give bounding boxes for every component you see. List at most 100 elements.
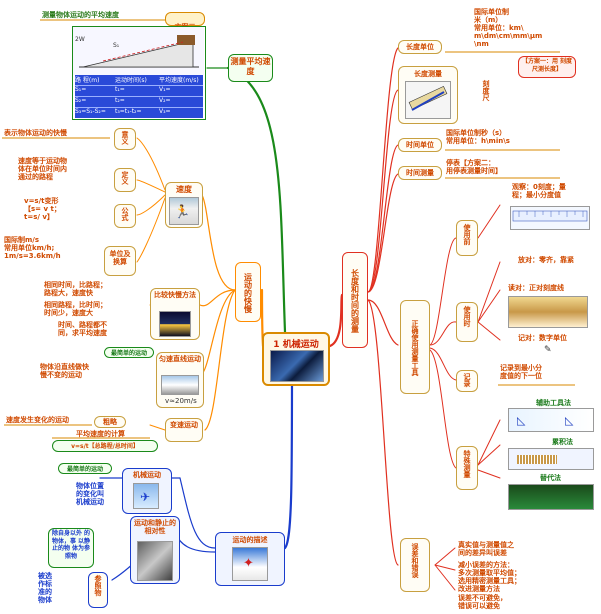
starry-motion-image bbox=[270, 350, 324, 382]
table-row: S₁= t₁= V₁= bbox=[75, 86, 203, 97]
motion-speed-node[interactable]: 运动的快慢 bbox=[235, 262, 261, 322]
length-measure-label: 长度测量 bbox=[414, 70, 442, 78]
table-header-speed: 平均速度(m/s) bbox=[159, 77, 199, 84]
average-label: 平均速度的计算 bbox=[76, 430, 125, 438]
replace-label: 替代法 bbox=[540, 474, 561, 482]
pencil-icon: ✎ bbox=[544, 345, 552, 355]
speed-table: 路 程(m) 运动时间(s) 平均速度(m/s) S₁= t₁= V₁= S₂=… bbox=[75, 75, 203, 118]
simplest-motion-label-2: 最简单的运动 bbox=[66, 466, 103, 473]
time-measure-label: 时间测量 bbox=[406, 169, 434, 177]
table-cell: V₁= bbox=[159, 86, 171, 93]
time-unit-node[interactable]: 时间单位 bbox=[398, 138, 442, 152]
mechanical-motion-text: 物体位置 的变化叫 机械运动 bbox=[76, 482, 104, 507]
mechanical-motion-label: 机械运动 bbox=[133, 471, 161, 479]
table-cell: S₂= bbox=[75, 97, 87, 104]
record-text: 记对：数字单位 bbox=[518, 334, 567, 342]
length-time-node[interactable]: 长度和时间的测量 bbox=[342, 252, 368, 348]
compare-label: 比较快慢方法 bbox=[154, 291, 196, 299]
meaning-label: 意义 bbox=[121, 131, 129, 145]
traffic-image bbox=[159, 311, 191, 337]
reference-label: 参照物 bbox=[94, 575, 102, 596]
tools-node[interactable]: 正确使用测量工具 bbox=[400, 300, 430, 394]
error-label: 误差和错误 bbox=[411, 543, 419, 578]
definition-text: 速度等于运动物 体在单位时间内 通过的路程 bbox=[18, 157, 67, 182]
ruler-reading-image bbox=[508, 296, 588, 328]
reference-select-text: 被选 作标 准的 物体 bbox=[38, 572, 52, 605]
formula-label: 公式 bbox=[121, 207, 129, 221]
coil-wire-graphic bbox=[517, 455, 557, 464]
variable-node[interactable]: 变速运动 bbox=[165, 418, 203, 442]
speed-node[interactable]: 速度 🏃 bbox=[165, 182, 203, 228]
definition-node[interactable]: 定义 bbox=[114, 168, 136, 192]
place-text: 放对：零齐，靠紧 bbox=[518, 256, 574, 264]
motion-speed-label: 运动的快慢 bbox=[243, 273, 253, 313]
uniform-node[interactable]: 匀速直线运动 v≈20m/s bbox=[156, 352, 204, 408]
special-measure-node[interactable]: 特殊测量 bbox=[456, 446, 478, 490]
table-cell: V₃= bbox=[159, 108, 171, 115]
table-cell: t₁= bbox=[115, 86, 125, 93]
triangle-ruler-icon-2: ◺ bbox=[565, 414, 574, 427]
scheme-one-box: 【方案一：用 刻度尺测长度】 bbox=[518, 56, 576, 78]
view-text: 读对：正对刻度线 bbox=[508, 284, 564, 292]
time-unit-label: 时间单位 bbox=[406, 141, 434, 149]
reduce-text: 减小误差的方法： 多次测量取平均值； 选用精密测量工具； 改进测量方法 bbox=[458, 561, 521, 594]
meaning-node[interactable]: 意义 bbox=[114, 128, 136, 150]
time-measure-node[interactable]: 时间测量 bbox=[398, 166, 442, 180]
unit-text: 国际制m/s 常用单位km/h; 1m/s=3.6km/h bbox=[4, 236, 61, 261]
uniform-label: 匀速直线运动 bbox=[159, 355, 201, 363]
record-node[interactable]: 记录 bbox=[456, 370, 478, 392]
rough-tag: 粗略 bbox=[94, 416, 126, 428]
formula-node[interactable]: 公式 bbox=[114, 204, 136, 228]
measure-speed-node[interactable]: 测量平均速度 bbox=[228, 54, 273, 82]
average-formula-box: v=s/t【总路程/总时间】 bbox=[52, 440, 158, 452]
compare-node[interactable]: 比较快慢方法 bbox=[150, 288, 200, 340]
table-cell: V₂= bbox=[159, 97, 171, 104]
time-unit-text: 国际单位制秒（s） 常用单位：h\min\s bbox=[446, 129, 510, 146]
length-time-label: 长度和时间的测量 bbox=[350, 269, 360, 333]
relative-node[interactable]: 运动和静止的相对性 bbox=[130, 516, 180, 584]
use-before-label: 使用前 bbox=[463, 224, 471, 245]
mechanical-motion-node[interactable]: 机械运动 ✈ bbox=[122, 468, 172, 514]
length-unit-node[interactable]: 长度单位 bbox=[398, 40, 442, 54]
meaning-text: 表示物体运动的快慢 bbox=[4, 129, 67, 137]
error-node[interactable]: 误差和错误 bbox=[400, 538, 430, 592]
table-header-distance: 路 程(m) bbox=[75, 77, 100, 84]
special-measure-label: 特殊测量 bbox=[463, 450, 471, 478]
simplest-motion-tag-2: 最简单的运动 bbox=[58, 463, 112, 474]
unit-node[interactable]: 单位及换算 bbox=[104, 246, 136, 276]
variable-text: 速度发生变化的运动 bbox=[6, 416, 69, 424]
use-node[interactable]: 使用时 bbox=[456, 302, 478, 342]
branch-length-time bbox=[328, 293, 344, 348]
simplest-motion-tag: 最简单的运动 bbox=[104, 347, 154, 358]
svg-text:2W: 2W bbox=[75, 36, 85, 43]
speed-table-header: 路 程(m) 运动时间(s) 平均速度(m/s) bbox=[75, 75, 203, 86]
length-measure-node[interactable]: 长度测量 bbox=[398, 66, 458, 124]
rough-label: 粗略 bbox=[103, 418, 117, 426]
table-cell: t₂= bbox=[115, 97, 125, 104]
record-note: 记录到最小分 度值的下一位 bbox=[500, 364, 542, 381]
describe-motion-label: 运动的描述 bbox=[232, 536, 268, 544]
uniform-text: 物体沿直线做快 慢不变的运动 bbox=[40, 363, 89, 380]
ruler-scale-image bbox=[510, 206, 590, 230]
compare-text-3: 时间、路程都不 同，求平均速度 bbox=[58, 321, 107, 338]
reference-node[interactable]: 参照物 bbox=[88, 572, 108, 608]
root-node[interactable]: 1 机械运动 bbox=[262, 332, 330, 386]
tools-label: 正确使用测量工具 bbox=[411, 320, 419, 376]
length-unit-text: 国际单位制 米（m） 常用单位：km\ m\dm\cm\mm\μm \nm bbox=[474, 8, 543, 49]
table-cell: t₃=t₁-t₂= bbox=[115, 108, 142, 115]
sprinters-image: 🏃 bbox=[169, 197, 199, 225]
speed-label: 速度 bbox=[176, 185, 192, 194]
time-measure-text: 停表【方案二： 用停表测量时间】 bbox=[446, 159, 502, 176]
simplest-motion-label: 最简单的运动 bbox=[110, 350, 147, 357]
compare-text-2: 相同路程，比时间； 时间少，速度大 bbox=[44, 301, 107, 318]
reference-note-box: 除自身以外 的物体，事 以静止的物 体为参照物 bbox=[48, 528, 94, 568]
describe-motion-node[interactable]: 运动的描述 ✦ bbox=[215, 532, 285, 586]
error-text: 真实值与测量值之 间的差异叫误差 bbox=[458, 541, 514, 558]
accumulate-image bbox=[508, 448, 594, 470]
use-before-node[interactable]: 使用前 bbox=[456, 220, 478, 256]
formula-text: v=s/t变形 【s= v t； t=s/ v】 bbox=[24, 197, 61, 222]
measure-speed-caption: 测量物体运动的平均速度 bbox=[42, 11, 119, 19]
uniform-caption: v≈20m/s bbox=[165, 397, 197, 405]
mistake-text: 误差不可避免， 错误可以避免 bbox=[458, 594, 507, 611]
use-label: 使用时 bbox=[463, 306, 471, 327]
